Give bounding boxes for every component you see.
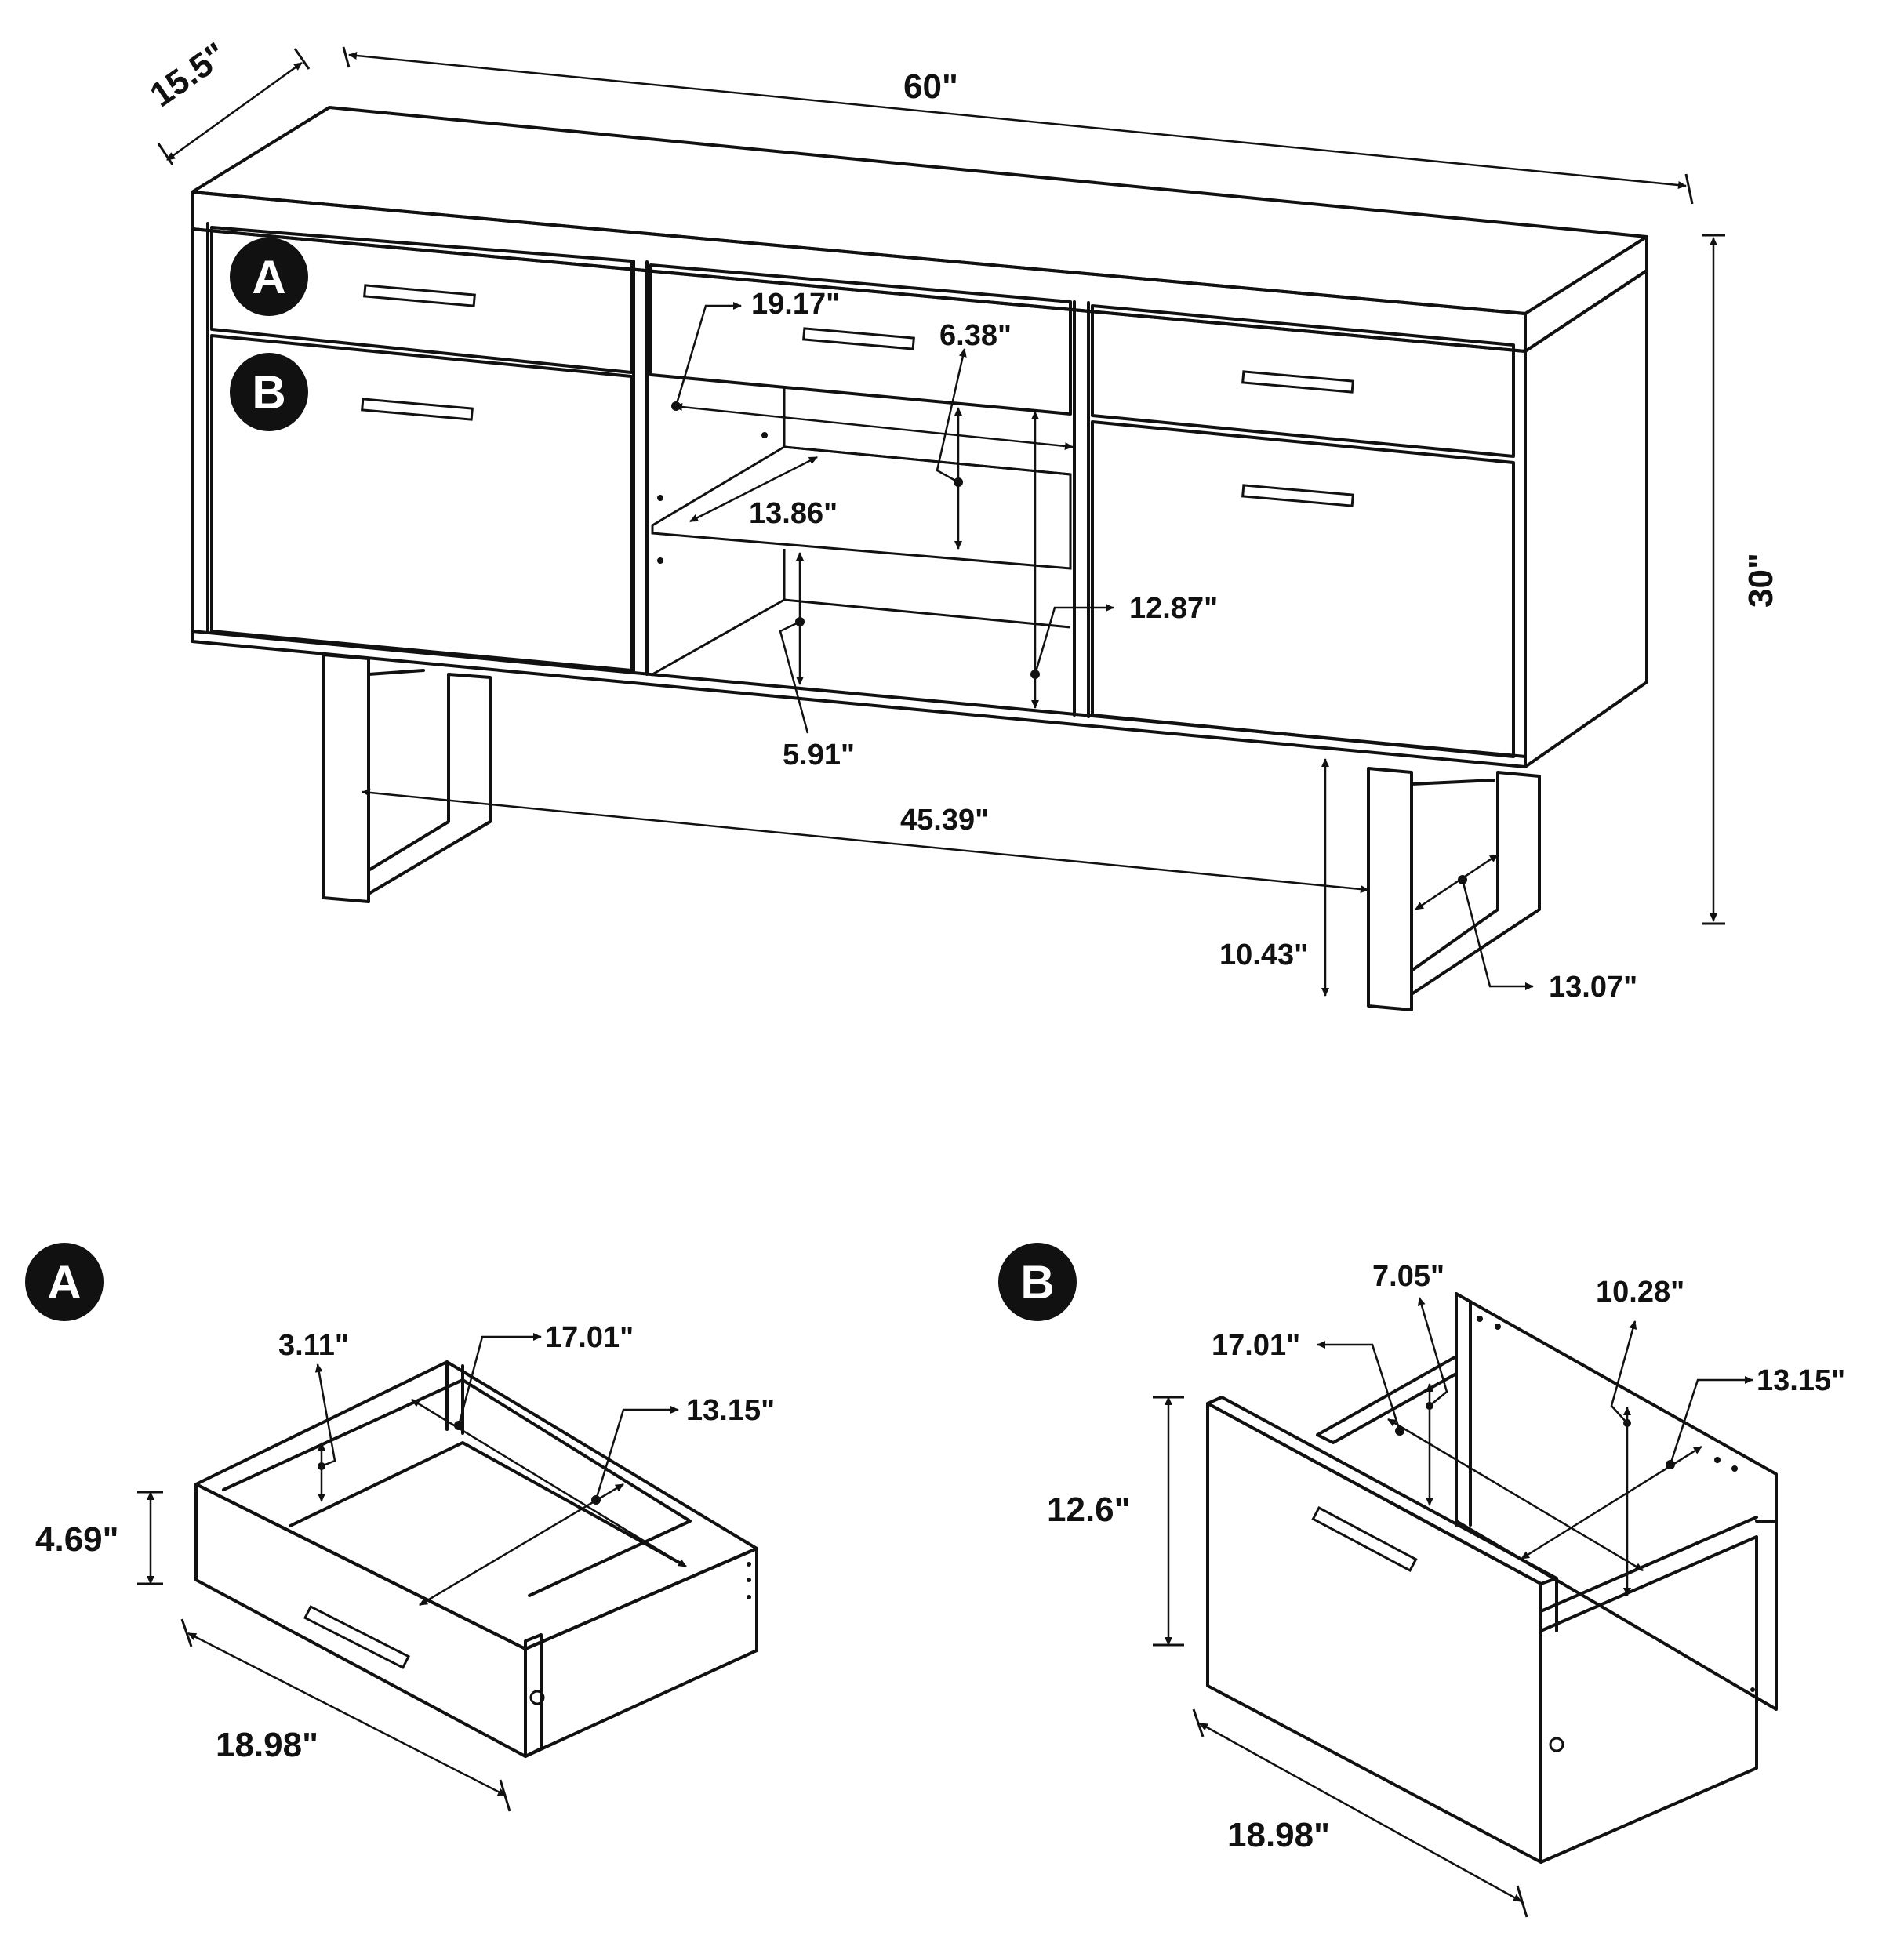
- drawer-b-inner-depth-label: 13.15": [1757, 1364, 1845, 1397]
- bottom-gap-label: 5.91": [783, 739, 855, 772]
- drawer-b-detail-badge: B: [998, 1243, 1077, 1321]
- drawer-a-depth-label: 3.11": [278, 1329, 349, 1362]
- drawer-a-detail-badge: A: [25, 1243, 104, 1321]
- drawer-a-inner-width-dim: 17.01": [411, 1321, 687, 1568]
- drawer-b-back-height-label: 10.28": [1596, 1276, 1684, 1309]
- drawer-b-height-label: 12.6": [1047, 1491, 1131, 1529]
- drawer-a-inner-depth-label: 13.15": [686, 1394, 775, 1427]
- leg-span-dim: 45.39": [362, 788, 1369, 894]
- center-drawer-handle: [802, 327, 915, 350]
- open-height-dim: 12.87": [1030, 411, 1218, 709]
- drawer-a-height-dim: 4.69": [35, 1491, 163, 1585]
- leg-depth-dim: 13.07": [1415, 853, 1637, 1004]
- drawer-b-height-dim: 12.6": [1047, 1396, 1184, 1647]
- drawer-b-inner-height-label: 7.05": [1372, 1260, 1444, 1293]
- drawer-a-width-label: 18.98": [216, 1726, 318, 1764]
- leg-depth-label: 13.07": [1549, 971, 1637, 1004]
- height-label: 30": [1742, 553, 1780, 608]
- leg-height-label: 10.43": [1219, 939, 1308, 971]
- right-drawer: [1091, 304, 1515, 458]
- drawer-b-inner-width-dim: 17.01": [1212, 1329, 1644, 1572]
- left-leg: [322, 653, 492, 903]
- drawer-b-back-height-dim: 10.28": [1596, 1276, 1684, 1596]
- drawer-a-badge: A: [230, 238, 308, 316]
- width-label: 60": [903, 67, 958, 106]
- shelf-depth-label: 13.86": [749, 497, 838, 530]
- drawer-a-width-dim: 18.98": [180, 1618, 511, 1812]
- height-dimension: 30": [1702, 234, 1780, 925]
- drawer-b-width-dim: 18.98": [1192, 1708, 1528, 1918]
- door-b-handle: [361, 398, 474, 421]
- depth-dimension: 15.5": [144, 35, 311, 165]
- drawer-b-width-label: 18.98": [1227, 1816, 1330, 1854]
- center-shelf: [651, 388, 1072, 676]
- door-b-badge: B: [230, 353, 308, 431]
- svg-text:A: A: [252, 251, 285, 303]
- drawer-a-detail-handle: [303, 1605, 411, 1669]
- right-door-handle: [1241, 484, 1354, 507]
- drawer-a-inner-width-label: 17.01": [545, 1321, 634, 1354]
- svg-text:B: B: [252, 366, 285, 419]
- drawer-b-detail: B 7.05" 10.28": [998, 1243, 1845, 1918]
- drawer-a-front: [210, 226, 633, 374]
- drawer-a-inner-depth-dim: 13.15": [419, 1394, 775, 1607]
- drawer-a-height-label: 4.69": [35, 1520, 119, 1559]
- leg-height-dim: 10.43": [1219, 758, 1329, 997]
- bottom-gap-dim: 5.91": [779, 552, 855, 772]
- drawer-a-detail: A 3.11" 17.01": [25, 1243, 775, 1812]
- right-leg: [1367, 767, 1541, 1011]
- drawer-b-inner-width-label: 17.01": [1212, 1329, 1300, 1362]
- right-door: [1091, 420, 1515, 758]
- sideboard-view: 15.5" 60" 30" A B 19.17": [144, 35, 1780, 1011]
- open-height-label: 12.87": [1129, 592, 1218, 625]
- drawer-a-depth-dim: 3.11": [278, 1329, 349, 1502]
- drawer-b-detail-handle: [1311, 1506, 1418, 1572]
- right-drawer-handle: [1241, 370, 1354, 394]
- shelf-depth-dim: 13.86": [689, 456, 838, 530]
- door-b-front: [210, 334, 633, 672]
- center-drawer-height-label: 6.38": [939, 319, 1012, 352]
- sideboard-body: [191, 222, 1648, 768]
- center-drawer-height-dim: 6.38": [936, 319, 1012, 550]
- drawer-b-inner-depth-dim: 13.15": [1521, 1364, 1845, 1560]
- svg-text:A: A: [47, 1256, 81, 1309]
- center-drawer-width-dim: 19.17": [671, 288, 1074, 450]
- sideboard-top: [191, 106, 1648, 353]
- leg-span-label: 45.39": [900, 804, 989, 837]
- depth-label: 15.5": [144, 35, 234, 114]
- center-drawer-width-label: 19.17": [751, 288, 840, 321]
- drawer-a-handle: [363, 284, 476, 307]
- width-dimension: 60": [342, 46, 1694, 205]
- svg-text:B: B: [1020, 1256, 1054, 1309]
